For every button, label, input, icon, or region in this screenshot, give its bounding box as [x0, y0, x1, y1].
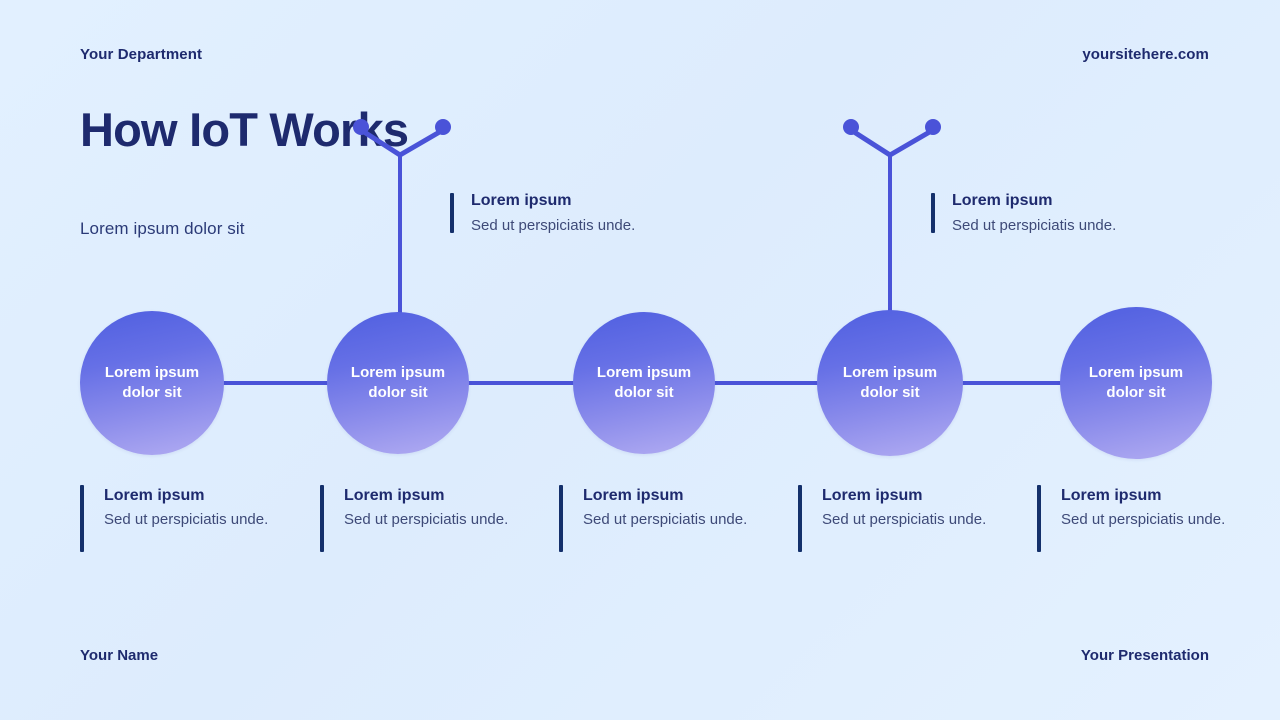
antenna-tip-dot — [435, 119, 451, 135]
header-website: yoursitehere.com — [1082, 46, 1209, 63]
antenna-tip-dot — [925, 119, 941, 135]
caption-text: Sed ut perspiciatis unde. — [104, 511, 269, 528]
process-node-label: Lorem ipsum dolor sit — [350, 364, 446, 401]
process-node-4[interactable]: Lorem ipsum dolor sit — [817, 310, 963, 456]
process-node-5[interactable]: Lorem ipsum dolor sit — [1060, 307, 1212, 459]
footer-presentation: Your Presentation — [1080, 647, 1209, 664]
callout-text: Sed ut perspiciatis unde. — [952, 217, 1117, 234]
caption-title: Lorem ipsum — [344, 487, 445, 504]
caption-title: Lorem ipsum — [104, 487, 205, 504]
antenna-arm — [358, 127, 403, 158]
caption-text: Sed ut perspiciatis unde. — [583, 511, 748, 528]
process-node-label: Lorem ipsum dolor sit — [104, 364, 200, 401]
caption-text: Sed ut perspiciatis unde. — [822, 511, 987, 528]
process-node-label: Lorem ipsum dolor sit — [842, 364, 938, 401]
process-node-label: Lorem ipsum dolor sit — [1088, 364, 1184, 401]
caption-text: Sed ut perspiciatis unde. — [344, 511, 509, 528]
footer-name: Your Name — [80, 647, 159, 664]
caption-title: Lorem ipsum — [1061, 487, 1162, 504]
antenna-tip-dot — [353, 119, 369, 135]
process-node-1[interactable]: Lorem ipsum dolor sit — [80, 311, 224, 455]
callout-text: Sed ut perspiciatis unde. — [471, 217, 636, 234]
antenna-arm — [887, 127, 936, 158]
callout-title: Lorem ipsum — [952, 192, 1053, 209]
callout-title: Lorem ipsum — [471, 192, 572, 209]
antenna-tip-dot — [843, 119, 859, 135]
page-subtitle: Lorem ipsum dolor sit — [80, 219, 245, 238]
process-node-label: Lorem ipsum dolor sit — [596, 364, 692, 401]
caption-text: Sed ut perspiciatis unde. — [1061, 511, 1226, 528]
antenna-arm — [848, 127, 893, 158]
process-node-2[interactable]: Lorem ipsum dolor sit — [327, 312, 469, 454]
caption-title: Lorem ipsum — [822, 487, 923, 504]
caption-title: Lorem ipsum — [583, 487, 684, 504]
antenna-arm — [397, 127, 446, 158]
header-department: Your Department — [80, 46, 203, 63]
process-node-3[interactable]: Lorem ipsum dolor sit — [573, 312, 715, 454]
